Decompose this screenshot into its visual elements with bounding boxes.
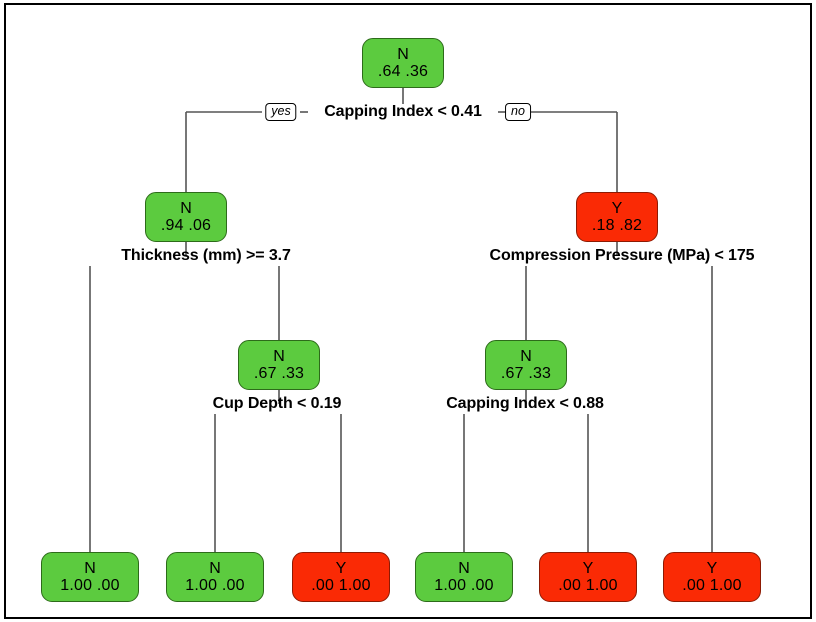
tree-node-left-right[interactable]: N .67 .33 (238, 340, 320, 390)
node-class-label: N (209, 559, 221, 577)
branch-tag-no: no (505, 103, 531, 122)
node-class-label: N (458, 559, 470, 577)
node-class-label: N (180, 199, 192, 217)
node-class-label: Y (582, 559, 594, 577)
node-class-label: N (520, 347, 532, 365)
tree-leaf-3[interactable]: Y .00 1.00 (292, 552, 390, 602)
tree-node-right-left[interactable]: N .67 .33 (485, 340, 567, 390)
tree-leaf-5[interactable]: Y .00 1.00 (539, 552, 637, 602)
tree-node-left[interactable]: N .94 .06 (145, 192, 227, 242)
tree-leaf-6[interactable]: Y .00 1.00 (663, 552, 761, 602)
node-probabilities: .00 1.00 (311, 576, 371, 594)
node-probabilities: .64 .36 (377, 62, 429, 80)
tree-leaf-2[interactable]: N 1.00 .00 (166, 552, 264, 602)
node-probabilities: .94 .06 (160, 216, 212, 234)
node-probabilities: .00 1.00 (558, 576, 618, 594)
node-class-label: Y (611, 199, 623, 217)
node-class-label: Y (706, 559, 718, 577)
split-label-compression-pressure: Compression Pressure (MPa) < 175 (489, 247, 755, 264)
node-probabilities: 1.00 .00 (60, 576, 120, 594)
node-probabilities: .18 .82 (591, 216, 643, 234)
node-class-label: Y (335, 559, 347, 577)
branch-tag-yes: yes (265, 103, 297, 122)
split-label-capping-index: Capping Index < 0.88 (446, 395, 604, 412)
tree-node-root[interactable]: N .64 .36 (362, 38, 444, 88)
tree-leaf-1[interactable]: N 1.00 .00 (41, 552, 139, 602)
split-label-thickness: Thickness (mm) >= 3.7 (121, 247, 291, 264)
node-class-label: N (397, 45, 409, 63)
node-probabilities: .67 .33 (500, 364, 552, 382)
node-class-label: N (84, 559, 96, 577)
node-probabilities: .67 .33 (253, 364, 305, 382)
split-label-cup-depth: Cup Depth < 0.19 (212, 395, 342, 412)
tree-node-right[interactable]: Y .18 .82 (576, 192, 658, 242)
node-class-label: N (273, 347, 285, 365)
split-label-root: Capping Index < 0.41 (324, 103, 482, 120)
tree-leaf-4[interactable]: N 1.00 .00 (415, 552, 513, 602)
node-probabilities: 1.00 .00 (185, 576, 245, 594)
node-probabilities: .00 1.00 (682, 576, 742, 594)
node-probabilities: 1.00 .00 (434, 576, 494, 594)
